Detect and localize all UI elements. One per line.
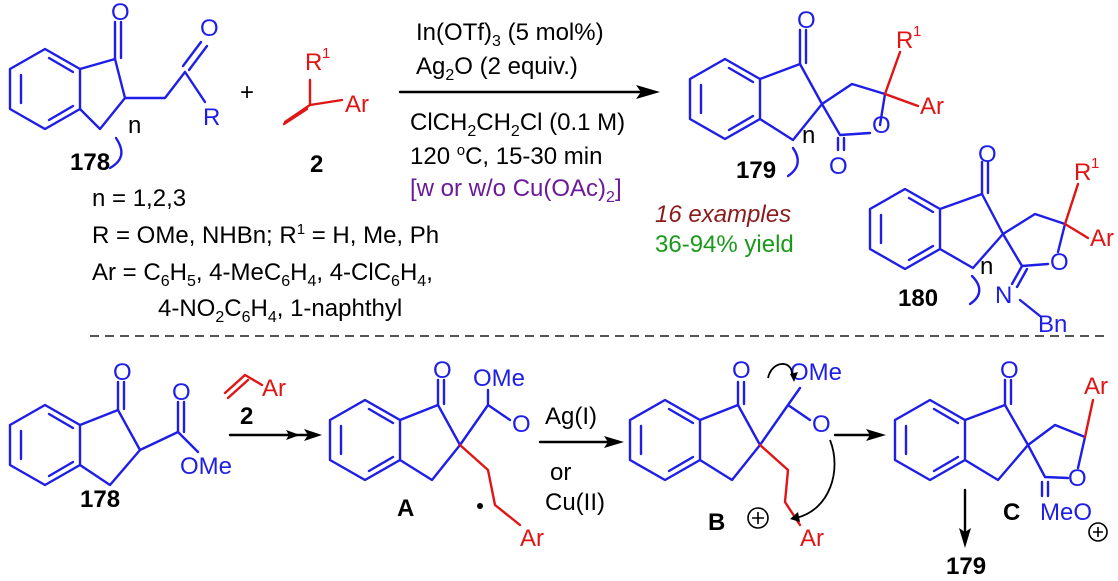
scope-r: R = OMe, NHBn; R1 = H, Me, Ph: [92, 221, 439, 249]
arrowhead-icon: [790, 512, 800, 522]
plus-icon: [752, 512, 764, 524]
atom-o: O: [200, 15, 219, 42]
substituent-ar: Ar: [520, 525, 544, 552]
superscript-1: 1: [322, 45, 330, 62]
atom-ome: OMe: [790, 359, 842, 386]
intermediate-a-label: A: [397, 495, 414, 522]
substituent-ar: Ar: [262, 375, 286, 402]
scope-n: n = 1,2,3: [92, 185, 186, 212]
atom-o: O: [872, 112, 891, 139]
compound-2-top: R 1 Ar 2: [282, 45, 369, 178]
atom-o: O: [512, 411, 531, 438]
label-n: n: [802, 122, 815, 149]
compound-180-label: 180: [898, 285, 938, 312]
atom-ome: OMe: [180, 453, 232, 480]
label-n: n: [128, 112, 141, 139]
atom-ome: OMe: [473, 365, 525, 392]
compound-178-bottom: O O OMe 178: [8, 359, 232, 513]
compound-180: O O R 1 Ar N Bn n 180: [868, 141, 1114, 338]
yield-range: 36-94% yield: [655, 231, 794, 258]
compound-2-label: 2: [310, 151, 323, 178]
compound-179-label: 179: [736, 157, 776, 184]
radical-dot: [477, 503, 483, 509]
reaction-arrow: [398, 85, 660, 99]
scope-ar-2: 4-NO2C6H4, 1-naphthyl: [158, 295, 402, 326]
atom-o: O: [1050, 249, 1069, 276]
atom-bn: Bn: [1038, 311, 1067, 338]
compound-178-label: 178: [70, 149, 110, 176]
intermediate-c: O O Ar MeO C: [893, 357, 1108, 542]
condition-solvent: ClCH2CH2Cl (0.1 M): [410, 109, 625, 140]
atom-o: O: [797, 7, 816, 34]
atom-o: O: [1068, 465, 1087, 492]
intermediate-c-label: C: [1003, 499, 1020, 526]
compound-178-top: O O R n 178: [8, 0, 220, 176]
mechanism-arrow-2: [538, 436, 624, 448]
superscript-1: 1: [1091, 155, 1099, 172]
atom-o: O: [113, 359, 132, 386]
compound-178-label: 178: [80, 486, 120, 513]
condition-additive: [w or w/o Cu(OAc)2]: [410, 175, 622, 206]
reagent-or: or: [550, 459, 571, 486]
compound-2-mechanism: Ar 2: [223, 373, 286, 430]
atom-o: O: [978, 141, 997, 168]
cation-charge: [747, 507, 769, 529]
atom-o: O: [1000, 357, 1019, 384]
intermediate-b-label: B: [708, 509, 725, 536]
substituent-r1: R: [896, 27, 913, 54]
intermediate-a: O OMe O Ar A: [328, 357, 544, 552]
substituent-ar: Ar: [920, 93, 944, 120]
scope-ar-1: Ar = C6H5, 4-MeC6H4, 4-ClC6H4,: [92, 259, 433, 290]
substituent-ar: Ar: [800, 525, 824, 552]
arrowhead-icon: [790, 372, 798, 382]
substituent-ar: Ar: [345, 91, 369, 118]
atom-o: O: [433, 357, 452, 384]
curved-arrow-icon: [795, 439, 836, 519]
substituent-r1: R: [305, 49, 322, 76]
mechanism-arrow-4: [959, 488, 971, 548]
label-n: n: [980, 253, 993, 280]
condition-oxidant: Ag2O (2 equiv.): [416, 53, 578, 84]
superscript-1: 1: [913, 23, 921, 40]
examples-count: 16 examples: [655, 201, 791, 228]
atom-n: N: [995, 282, 1012, 309]
mechanism-arrow-1: [228, 429, 322, 441]
intermediate-b: O OMe O Ar B: [628, 357, 842, 552]
substituent-ar: Ar: [1084, 373, 1108, 400]
atom-r: R: [203, 104, 220, 131]
mechanism-arrow-3: [833, 429, 886, 441]
reagent-cu: Cu(II): [545, 489, 605, 516]
plus-icon: [1093, 527, 1103, 537]
atom-o: O: [732, 357, 751, 384]
atom-o: O: [812, 411, 831, 438]
substituent-r1: R: [1074, 159, 1091, 186]
atom-o: O: [111, 0, 130, 26]
cation-charge: [1088, 522, 1108, 542]
atom-o: O: [172, 379, 191, 406]
compound-2-label: 2: [240, 403, 253, 430]
atom-o: O: [829, 153, 848, 180]
compound-179-final-label: 179: [946, 553, 986, 580]
condition-temperature: 120 oC, 15-30 min: [410, 142, 602, 170]
plus-sign: +: [240, 79, 254, 106]
condition-catalyst: In(OTf)3 (5 mol%): [416, 19, 604, 50]
curved-arrow-icon: [767, 363, 793, 379]
atom-meo: MeO: [1040, 499, 1092, 526]
substituent-ar: Ar: [1090, 225, 1114, 252]
reagent-ag: Ag(I): [545, 403, 597, 430]
compound-179-product: O O O R 1 Ar n 179: [688, 7, 944, 184]
